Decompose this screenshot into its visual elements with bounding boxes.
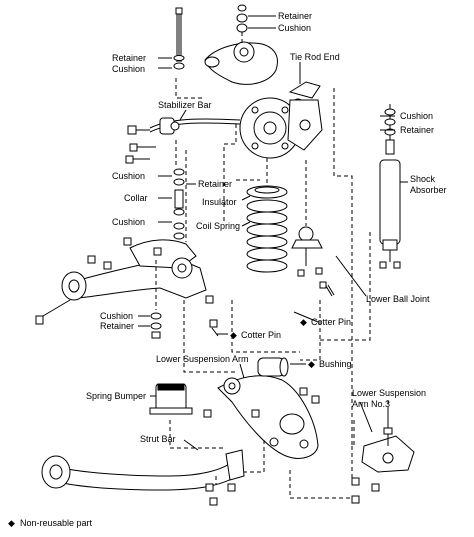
- non-reusable-marker-3: ◆: [308, 359, 315, 369]
- steering-knuckle: [239, 97, 323, 159]
- legend-text: Non-reusable part: [20, 518, 93, 528]
- label-cushion-mid2: Cushion: [112, 217, 145, 227]
- label-lower-suspension-arm: Lower Suspension Arm: [156, 354, 249, 364]
- label-shock-1: Shock: [410, 174, 436, 184]
- non-reusable-marker-2: ◆: [300, 317, 307, 327]
- label-lower-suspension-no3-2: Arm No.3: [352, 399, 390, 409]
- stabilizer-link-stack: [173, 168, 185, 240]
- label-lower-ball-joint: Lower Ball Joint: [366, 294, 430, 304]
- spring-bumper-part: [149, 383, 193, 415]
- label-cushion-mid: Cushion: [112, 171, 145, 181]
- assembly-guide-lines: [155, 78, 389, 499]
- upper-suspension-arm: [204, 41, 278, 85]
- legend-symbol: ◆: [8, 518, 15, 528]
- stabilizer-bar-part: [127, 117, 241, 135]
- label-shock-2: Absorber: [410, 185, 447, 195]
- label-retainer-right: Retainer: [400, 125, 434, 135]
- lower-arm-small-bolts: [203, 387, 320, 418]
- non-reusable-marker-1: ◆: [230, 330, 237, 340]
- label-strut-bar: Strut Bar: [140, 434, 176, 444]
- label-retainer-top: Retainer: [278, 11, 312, 21]
- label-coil-spring: Coil Spring: [196, 221, 240, 231]
- label-spring-bumper: Spring Bumper: [86, 391, 146, 401]
- label-retainer-mid: Retainer: [198, 179, 232, 189]
- label-insulator: Insulator: [202, 197, 237, 207]
- label-bushing: Bushing: [319, 359, 352, 369]
- label-cushion-left: Cushion: [112, 64, 145, 74]
- ball-joint-nuts: [297, 267, 327, 289]
- label-collar: Collar: [124, 193, 148, 203]
- label-cushion-top: Cushion: [278, 23, 311, 33]
- retainer-cushion-top-right: [236, 4, 248, 33]
- strut-bar-bolts: [205, 483, 236, 506]
- label-cushion-right: Cushion: [400, 111, 433, 121]
- label-tie-rod-end: Tie Rod End: [290, 52, 340, 62]
- label-cotter-pin-2: Cotter Pin: [311, 317, 351, 327]
- label-lower-suspension-no3-1: Lower Suspension: [352, 388, 426, 398]
- lower-arm-bolts: [35, 237, 214, 325]
- lower-control-arm-left: [61, 239, 207, 301]
- label-stabilizer-bar: Stabilizer Bar: [158, 100, 212, 110]
- stabilizer-bolts: [125, 143, 156, 164]
- top-long-bolt: [175, 7, 183, 62]
- bushing-part: [257, 357, 289, 377]
- coil-spring-part: [246, 199, 288, 273]
- strut-bar-part: [41, 449, 245, 491]
- no3-bolts: [351, 477, 380, 504]
- label-cotter-pin-1: Cotter Pin: [241, 330, 281, 340]
- label-retainer-low: Retainer: [100, 321, 134, 331]
- lower-cotter-pin-part: [325, 284, 335, 297]
- insulator-part: [246, 185, 288, 199]
- lower-suspension-arm-part: [217, 375, 319, 459]
- lower-ball-joint-part: [291, 226, 323, 266]
- lower-cushion-retainer-stack: [150, 312, 162, 339]
- label-retainer-left: Retainer: [112, 53, 146, 63]
- label-cushion-low: Cushion: [100, 311, 133, 321]
- lower-suspension-arm-no3-part: [361, 410, 415, 473]
- leader-lines: [138, 15, 408, 451]
- shock-absorber-part: [379, 104, 401, 269]
- upper-cotter-pin-part: [209, 319, 219, 337]
- retainer-cushion-top-left: [173, 55, 185, 70]
